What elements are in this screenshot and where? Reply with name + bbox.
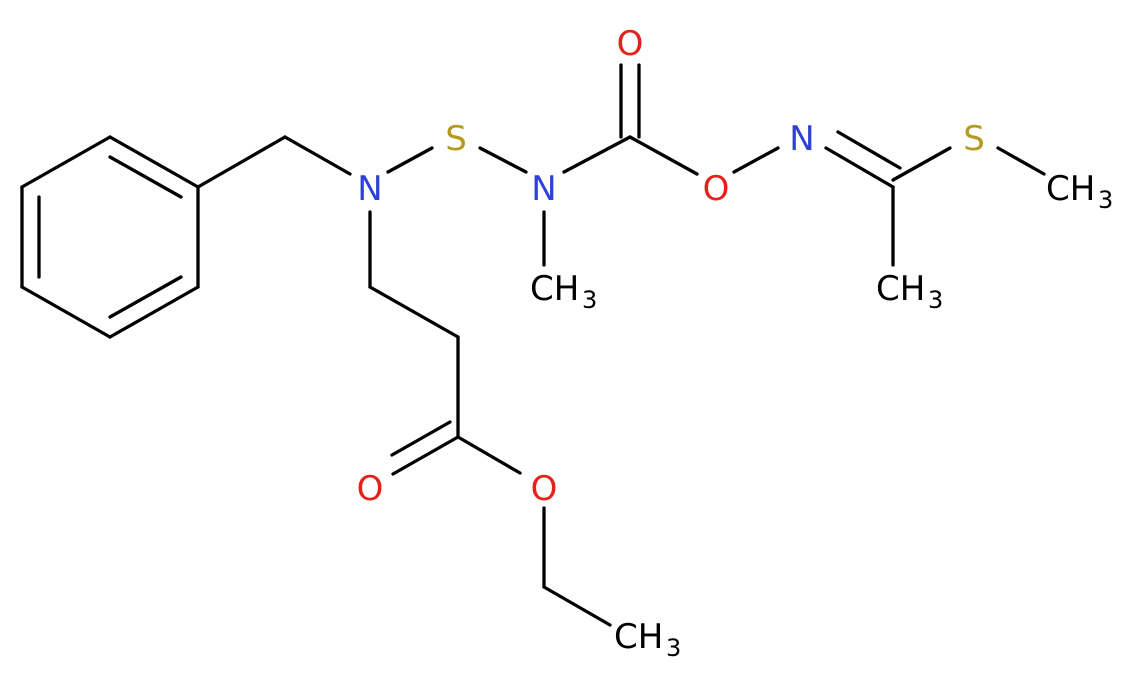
atom-subscript: 3 (666, 634, 681, 662)
bond (108, 155, 183, 199)
bond (390, 420, 452, 457)
bond (891, 146, 952, 182)
bond (836, 130, 902, 170)
methyl-group: CH 3 (1046, 169, 1113, 214)
atom-sulfur: S (445, 119, 467, 159)
methyl-group: CH 3 (876, 269, 943, 314)
atom-subscript: 3 (1098, 186, 1113, 214)
bond (20, 135, 112, 189)
methyl-group: CH 3 (614, 617, 681, 662)
bond (996, 146, 1046, 176)
bond (20, 285, 112, 339)
atom-carbon-label: CH (614, 617, 663, 657)
bond (562, 135, 632, 174)
atom-carbon-label: CH (1046, 169, 1095, 209)
atom-oxygen: O (703, 169, 730, 209)
atom-oxygen: O (357, 469, 384, 509)
bond (368, 285, 460, 339)
bond (456, 435, 522, 475)
atom-subscript: 3 (582, 286, 597, 314)
atom-subscript: 3 (928, 286, 943, 314)
atom-nitrogen: N (531, 169, 556, 209)
atom-sulfur: S (963, 119, 985, 159)
bond (386, 146, 434, 174)
atom-nitrogen: N (357, 169, 382, 209)
bond (732, 146, 780, 174)
bond (824, 146, 895, 189)
bond (196, 135, 287, 189)
bond (108, 275, 183, 319)
atom-oxygen: O (617, 24, 644, 64)
bond (391, 435, 460, 476)
bond (542, 585, 612, 627)
atom-oxygen: O (531, 469, 558, 509)
atom-nitrogen: N (789, 119, 814, 159)
bond (108, 135, 200, 189)
atom-carbon-label: CH (530, 269, 579, 309)
methyl-group: CH 3 (530, 269, 597, 314)
atom-carbon-label: CH (876, 269, 925, 309)
bond (628, 135, 699, 176)
bond (478, 146, 528, 174)
benzene-ring (20, 135, 200, 339)
bond (108, 285, 200, 339)
bond (283, 135, 352, 176)
